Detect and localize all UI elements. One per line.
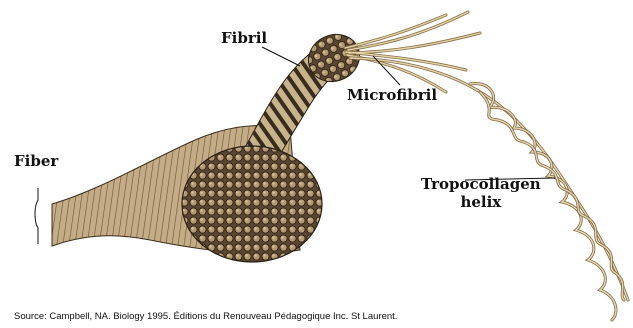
source-citation: Source: Campbell, NA. Biology 1995. Édit… — [14, 311, 397, 322]
fiber-cross-section — [182, 146, 322, 262]
label-microfibril: Microfibril — [347, 86, 437, 104]
label-tropocollagen-line1: Tropocollagen — [421, 175, 541, 193]
label-tropocollagen-helix: Tropocollagen helix — [421, 175, 541, 211]
label-tropocollagen-line2: helix — [421, 193, 541, 211]
label-fiber: Fiber — [14, 152, 58, 170]
label-fibril: Fibril — [221, 29, 267, 47]
